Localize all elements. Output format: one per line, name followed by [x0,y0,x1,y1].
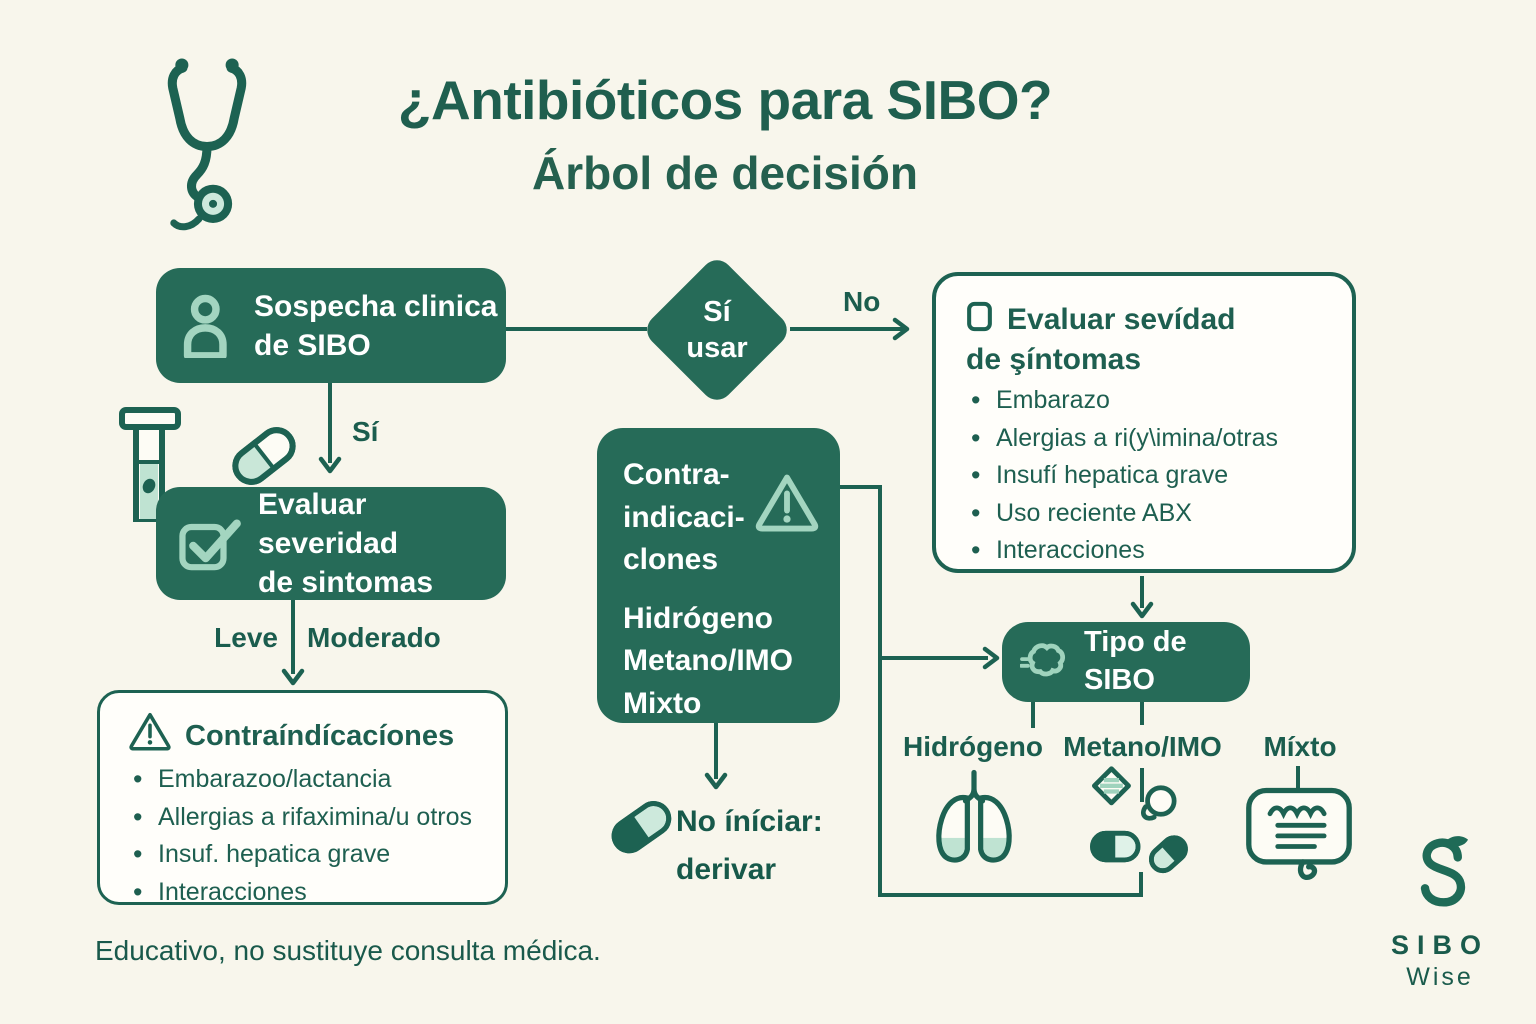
node-title-row: Contraíndícacíones [128,711,485,755]
connector-line [790,327,904,331]
node-label: Evaluar severidad de sintomas [258,488,434,599]
contraindications-list: Embarazoo/lactanciaAllergias a rifaximin… [128,763,485,908]
edge-label-moderado: Moderado [307,622,441,653]
connector-line [291,600,295,674]
node-title-row: Evaluar sevídad de şíntomas [966,300,1328,379]
list-item: Interacciones [966,534,1328,566]
connector-line [840,485,882,489]
node-title: Evaluar sevídad de şíntomas [966,303,1236,376]
warning-triangle-icon [129,712,171,751]
person-icon [183,294,227,358]
edge-label-si: Sí [352,416,379,447]
branch-label-hidrogeno: Hidrógeno [903,731,1043,762]
node-tipo-de-sibo: Tipo de SIBO [1002,622,1250,702]
criteria-list: EmbarazoAlergias a ri(y\imina/otrasInsuf… [966,384,1328,566]
node-label: Sospecha clinica de SIBO [254,289,498,362]
disclaimer-text: Educativo, no sustituye consulta médica. [95,935,601,966]
intestine-squiggle-icon [1020,643,1066,677]
list-item: Uso reciente ABX [966,497,1328,529]
connector-line [882,656,988,660]
decision-diamond-label-wrap: Sí usar [663,276,771,384]
connector-line [1140,701,1144,725]
checkbox-check-icon [179,518,241,570]
node-sospecha-clinica: Sospecha clinica de SIBO [156,268,506,383]
node-contraindicaciones: Contraíndícacíones Embarazoo/lactanciaAl… [97,690,508,908]
intestine-icon [1246,787,1352,880]
edge-label-leve: Leve [214,622,278,653]
connector-line [878,485,882,897]
node-title: Contra- indicaci- clones [623,458,745,577]
list-item: Insufí hepatica grave [966,459,1328,491]
logo-subname: Wise [1406,963,1474,991]
logo-name: SIBO [1390,930,1489,960]
connector-line [1031,701,1035,728]
branch-label-metano-imo: Metano/IMO [1063,731,1222,762]
header: ¿Antibióticos para SIBO? Árbol de decisi… [300,68,1150,200]
node-label: Tipo de SIBO [1084,626,1187,696]
node-no-iniciar: No íníciar: derivar [676,805,823,886]
list-item: Interacciones [128,876,485,908]
connector-line [1139,872,1143,896]
node-evaluar-severidad: Evaluar severidad de sintomas [156,487,506,600]
connector-line [328,383,332,463]
arrowhead-right-icon [892,317,910,341]
branch-label-mixto: Míxto [1263,731,1337,762]
list-item: Allergias a rifaximina/u otros [128,801,485,833]
connector-line [505,327,647,331]
page-subtitle: Árbol de decisión [532,147,918,199]
stethoscope-icon [167,58,247,231]
test-tube-icon [119,407,181,522]
edge-label-no: No [843,286,881,317]
arrowhead-down-icon [1130,601,1154,619]
node-evaluar-sevidad: Evaluar sevídad de şíntomas EmbarazoAler… [932,272,1356,573]
arrowhead-down-icon [704,772,728,790]
capsule-icon [232,427,296,485]
warning-triangle-icon [755,474,819,532]
connector-line [1296,766,1300,796]
capsule-icon [611,801,672,854]
connector-line [878,893,1143,897]
decision-label: Sí usar [686,295,748,364]
arrowhead-down-icon [281,668,305,686]
connector-line [1140,576,1144,608]
node-contraindicaciones-center: Contra- indicaci- clones Hidrógeno Metan… [597,428,840,723]
connector-line [714,723,718,779]
arrowhead-right-icon [982,646,1000,670]
list-item: Alergias a ri(y\imina/otras [966,422,1328,454]
page-title: ¿Antibióticos para SIBO? [397,69,1053,131]
list-item: Embarazoo/lactancia [128,763,485,795]
list-item: Insuf. hepatica grave [128,838,485,870]
checkbox-empty-icon [967,301,992,332]
list-item: Embarazo [966,384,1328,416]
lungs-icon [936,769,1012,863]
pills-icon [1090,766,1188,874]
sibo-subtypes: Hidrógeno Metano/IMO Mixto [623,601,793,720]
node-content: Contra- indicaci- clones Hidrógeno Metan… [597,428,793,726]
node-title: Contraíndícacíones [185,720,455,752]
sibo-wise-logo: SIBO Wise [1372,835,1508,992]
connector-line [1140,768,1144,802]
arrowhead-down-icon [318,456,342,474]
sibo-wise-leaf-s-icon [1420,836,1469,907]
